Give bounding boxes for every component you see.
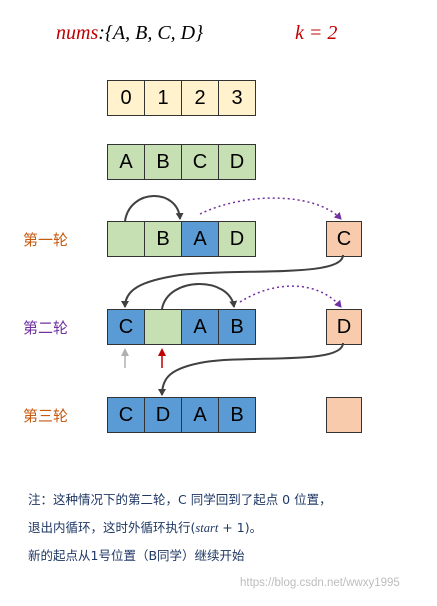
title-k: k = 2 <box>295 22 338 44</box>
carry-c-arrow <box>121 254 344 308</box>
round-3-cell-2: A <box>181 397 219 433</box>
watermark: https://blog.csdn.net/wwxy1995 <box>240 577 400 589</box>
round-3-row: C D A B <box>107 397 256 433</box>
note-line-3: 新的起点从1号位置（B同学）继续开始 <box>28 548 245 563</box>
index-cell-3: 3 <box>218 80 256 116</box>
round-1-cell-1: B <box>144 221 182 257</box>
note-line-2: 退出内循环，这时外循环执行(start + 1)。 <box>28 517 262 536</box>
title-nums: nums:{A, B, C, D} <box>56 22 203 45</box>
round-3-label: 第三轮 <box>23 407 69 425</box>
round-2-save-arrow <box>239 285 342 308</box>
round-3-cell-3: B <box>218 397 256 433</box>
round-1-cell-3: D <box>218 221 256 257</box>
note-line-1: 注：这种情况下的第二轮，C 同学回到了起点 0 位置， <box>28 492 332 507</box>
round-3-temp <box>326 397 362 433</box>
initial-cell-2: C <box>181 144 219 180</box>
note-line-2-prefix: 退出内循环，这时外循环执行( <box>28 520 196 535</box>
note-line-2-math: start <box>195 521 219 535</box>
round-2-move-arrow <box>161 283 238 310</box>
round-1-row: B A D <box>107 221 256 257</box>
index-cell-1: 1 <box>144 80 182 116</box>
initial-cell-0: A <box>107 144 145 180</box>
carry-d-arrow <box>158 342 344 396</box>
round-3-cell-1: D <box>144 397 182 433</box>
round-2-cell-2: A <box>181 309 219 345</box>
round-1-move-arrow <box>124 195 184 222</box>
round-1-save-arrow <box>199 197 342 220</box>
round-2-label: 第二轮 <box>23 319 69 337</box>
round-1-cell-0 <box>107 221 145 257</box>
round-2-cell-0: C <box>107 309 145 345</box>
round-1-label: 第一轮 <box>23 231 69 249</box>
note-line-2-suffix: + 1)。 <box>218 520 263 535</box>
round-1-cell-2: A <box>181 221 219 257</box>
initial-cell-3: D <box>218 144 256 180</box>
initial-row: A B C D <box>107 144 256 180</box>
nums-label: nums <box>56 22 99 44</box>
round-2-cell-3: B <box>218 309 256 345</box>
index-cell-2: 2 <box>181 80 219 116</box>
round-3-cell-0: C <box>107 397 145 433</box>
initial-cell-1: B <box>144 144 182 180</box>
round-2-temp: D <box>326 309 362 345</box>
nums-set: :{A, B, C, D} <box>98 22 204 44</box>
index-row: 0 1 2 3 <box>107 80 256 116</box>
round-1-temp: C <box>326 221 362 257</box>
round-2-row: C A B <box>107 309 256 345</box>
